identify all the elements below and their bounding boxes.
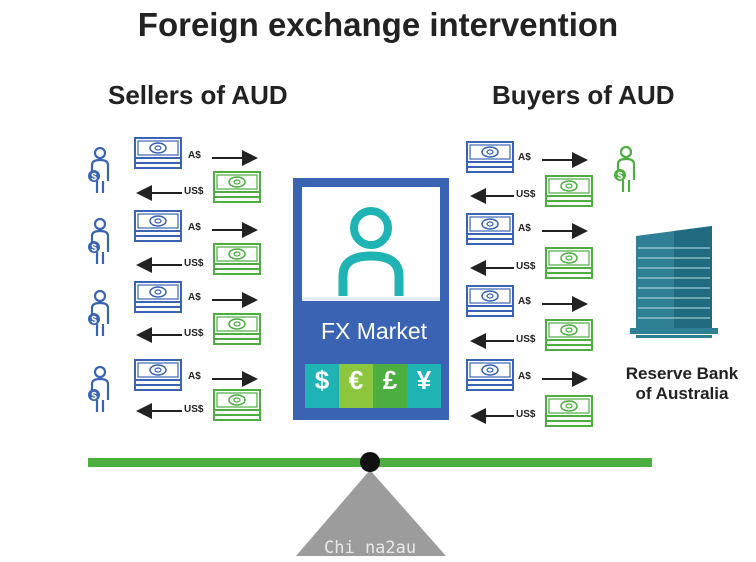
fx-market-box bbox=[293, 178, 449, 420]
yen-symbol: ¥ bbox=[416, 365, 432, 395]
usd-label: US$ bbox=[516, 261, 536, 272]
seesaw-fulcrum bbox=[296, 470, 446, 556]
usd-notes-icon bbox=[213, 171, 261, 203]
aud-notes-icon bbox=[134, 281, 182, 313]
usd-label: US$ bbox=[184, 404, 204, 415]
buyer-person-icon bbox=[612, 145, 636, 194]
pound-symbol: £ bbox=[382, 365, 398, 395]
sellers-heading: Sellers of AUD bbox=[108, 80, 288, 110]
usd-notes-icon bbox=[545, 319, 593, 351]
seller-person-icon bbox=[86, 146, 110, 195]
buyer-row-3 bbox=[466, 285, 593, 351]
aud-label: A$ bbox=[188, 222, 201, 233]
seller-row-4 bbox=[86, 359, 261, 421]
pound-tile bbox=[373, 364, 407, 408]
usd-notes-icon bbox=[545, 175, 593, 207]
aud-label: A$ bbox=[518, 371, 531, 382]
seller-row-1 bbox=[86, 137, 261, 203]
dollar-tile bbox=[305, 364, 339, 408]
aud-label: A$ bbox=[518, 296, 531, 307]
aud-notes-icon bbox=[466, 285, 514, 317]
euro-tile bbox=[339, 364, 373, 408]
seesaw-pivot bbox=[360, 452, 380, 472]
usd-label: US$ bbox=[184, 258, 204, 269]
aud-notes-icon bbox=[134, 210, 182, 242]
trader-head bbox=[350, 207, 392, 249]
usd-notes-icon bbox=[213, 243, 261, 275]
diagram-title: Foreign exchange intervention bbox=[137, 6, 619, 43]
bank-building-icon bbox=[630, 226, 718, 338]
seller-row-3 bbox=[86, 281, 261, 345]
usd-label: US$ bbox=[516, 409, 536, 420]
usd-label: US$ bbox=[516, 189, 536, 200]
yen-tile bbox=[407, 364, 441, 408]
watermark: Chi na2au bbox=[324, 538, 417, 558]
aud-notes-icon bbox=[134, 359, 182, 391]
seller-person-icon bbox=[86, 217, 110, 266]
buyer-row-2 bbox=[466, 213, 593, 279]
seller-person-icon bbox=[86, 289, 110, 338]
buyer-row-4 bbox=[466, 359, 593, 427]
buyers-heading: Buyers of AUD bbox=[492, 80, 675, 110]
trader-body bbox=[338, 251, 404, 296]
rba-label: Reserve Bank of Australia bbox=[612, 364, 752, 404]
aud-notes-icon bbox=[466, 359, 514, 391]
usd-notes-icon bbox=[213, 313, 261, 345]
aud-notes-icon bbox=[466, 213, 514, 245]
euro-symbol: € bbox=[348, 365, 364, 395]
aud-notes-icon bbox=[134, 137, 182, 169]
aud-label: A$ bbox=[518, 152, 531, 163]
seller-row-2 bbox=[86, 210, 261, 275]
usd-label: US$ bbox=[184, 328, 204, 339]
dollar-symbol: $ bbox=[314, 365, 330, 395]
fx-market-label: FX Market bbox=[320, 318, 428, 344]
usd-label: US$ bbox=[184, 186, 204, 197]
usd-notes-icon bbox=[545, 395, 593, 427]
usd-notes-icon bbox=[213, 389, 261, 421]
aud-label: A$ bbox=[188, 292, 201, 303]
aud-label: A$ bbox=[188, 150, 201, 161]
aud-label: A$ bbox=[188, 371, 201, 382]
aud-label: A$ bbox=[518, 223, 531, 234]
usd-label: US$ bbox=[516, 334, 536, 345]
aud-notes-icon bbox=[466, 141, 514, 173]
buyer-row-1 bbox=[466, 141, 593, 207]
usd-notes-icon bbox=[545, 247, 593, 279]
rba-label-line1: Reserve Bank bbox=[625, 364, 739, 383]
seller-person-icon bbox=[86, 365, 110, 414]
rba-label-line2: of Australia bbox=[635, 384, 729, 403]
